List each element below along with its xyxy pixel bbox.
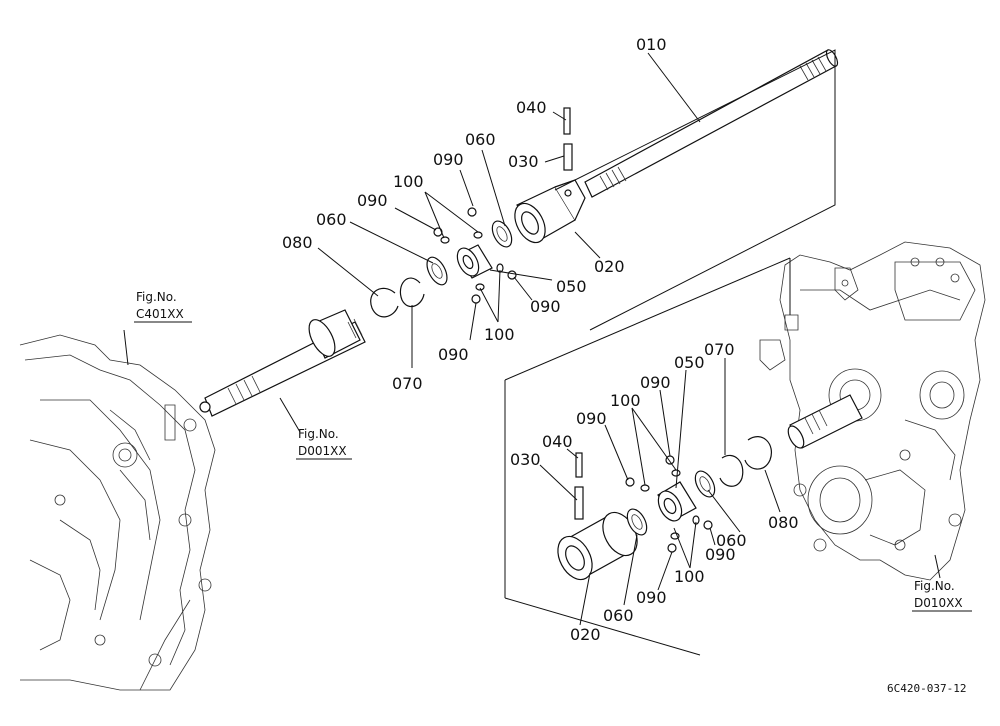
left-transmission-housing: [19, 334, 216, 691]
callout-090-top-d: 090: [438, 345, 469, 364]
hub-050-top: [456, 244, 493, 279]
svg-text:Fig.No.: Fig.No.: [914, 579, 955, 593]
fig-ref-d001: Fig.No. D001XX: [296, 427, 352, 460]
drawing-code: 6C420-037-12: [887, 682, 966, 695]
balls-oring-bottom: [625, 455, 713, 553]
callout-090-top-a: 090: [433, 150, 464, 169]
snap-ring-070-bottom: [719, 454, 744, 487]
pin-030-040-bottom: [574, 452, 584, 520]
callout-030-top: 030: [508, 152, 539, 171]
snap-ring-080-top: [370, 287, 399, 318]
callout-050-bottom: 050: [674, 353, 705, 372]
callout-010: 010: [636, 35, 667, 54]
washer-060-top-a: [491, 220, 513, 248]
callout-060-bottom-b: 060: [603, 606, 634, 625]
callout-090-bottom-a: 090: [640, 373, 671, 392]
washer-060-top-b: [426, 256, 448, 286]
callout-090-top-c: 090: [530, 297, 561, 316]
snap-ring-070-top: [399, 277, 425, 308]
leader-lines: [123, 52, 941, 626]
callout-040-bottom: 040: [542, 432, 573, 451]
bottom-detail-box: [504, 257, 791, 381]
fig-ref-d010: Fig.No. D010XX: [912, 579, 972, 612]
svg-text:Fig.No.: Fig.No.: [298, 427, 339, 441]
callout-020-top: 020: [594, 257, 625, 276]
svg-text:C401XX: C401XX: [136, 307, 184, 321]
callout-100-bottom-b: 100: [674, 567, 705, 586]
callout-090-bottom-d: 090: [636, 588, 667, 607]
callout-090-top-b: 090: [357, 191, 388, 210]
snap-ring-080-bottom: [744, 436, 772, 470]
washer-060-bottom-b: [694, 470, 716, 498]
callout-100-top-b: 100: [484, 325, 515, 344]
callout-090-bottom-b: 090: [576, 409, 607, 428]
output-shaft-left: [199, 309, 366, 417]
callout-040-top: 040: [516, 98, 547, 117]
hub-050-bottom: [657, 481, 697, 522]
svg-text:Fig.No.: Fig.No.: [136, 290, 177, 304]
fig-ref-c401: Fig.No. C401XX: [134, 290, 192, 323]
callout-060-top-b: 060: [316, 210, 347, 229]
callout-100-bottom-a: 100: [610, 391, 641, 410]
callout-060-top-a: 060: [465, 130, 496, 149]
callout-050-top: 050: [556, 277, 587, 296]
callout-080-bottom: 080: [768, 513, 799, 532]
callout-090-bottom-c: 090: [705, 545, 736, 564]
shaft-stub-bottom: [787, 394, 863, 449]
callout-020-bottom: 020: [570, 625, 601, 644]
sleeve-020-top: [514, 179, 586, 244]
svg-text:D010XX: D010XX: [914, 596, 963, 610]
shaft-010-top: [584, 49, 839, 198]
callout-080-top: 080: [282, 233, 313, 252]
pin-030-040-top: [563, 107, 573, 171]
callout-070-bottom: 070: [704, 340, 735, 359]
callout-030-bottom: 030: [510, 450, 541, 469]
callout-060-bottom-a: 060: [716, 531, 747, 550]
callout-100-top-a: 100: [393, 172, 424, 191]
callout-070-top: 070: [392, 374, 423, 393]
svg-text:D001XX: D001XX: [298, 444, 347, 458]
top-detail-box: [554, 49, 836, 331]
